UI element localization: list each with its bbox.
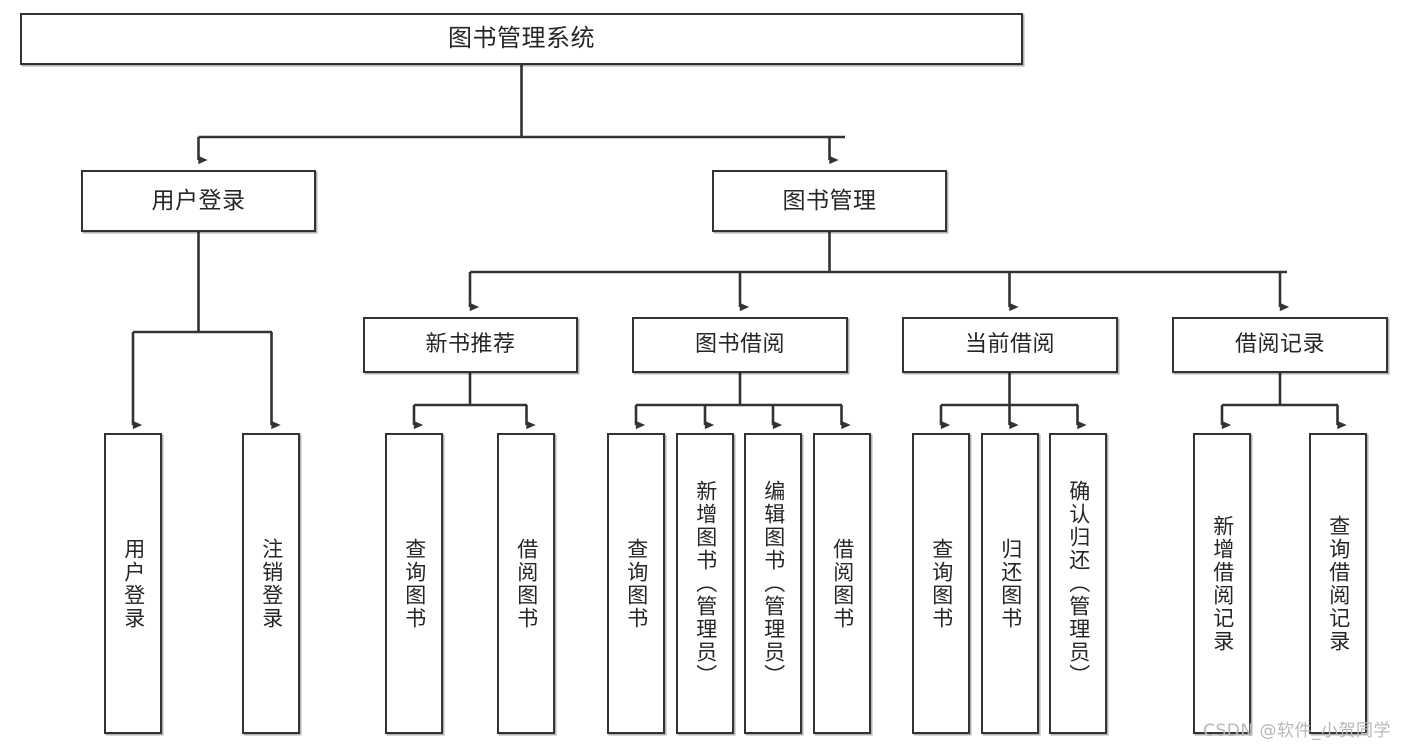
node-user-login[interactable]: 用户登录 bbox=[81, 170, 316, 232]
leaf-logout-label: 注销登录 bbox=[259, 537, 284, 630]
leaf-return-book-label: 归还图书 bbox=[998, 537, 1023, 630]
leaf-borrow-book-new[interactable]: 借阅图书 bbox=[497, 433, 555, 734]
leaf-borrow-book[interactable]: 借阅图书 bbox=[813, 433, 871, 734]
leaf-user-login-label: 用户登录 bbox=[121, 537, 146, 630]
node-book-borrow-label: 图书借阅 bbox=[694, 332, 785, 358]
leaf-borrow-book-new-label: 借阅图书 bbox=[514, 537, 539, 630]
node-root[interactable]: 图书管理系统 bbox=[20, 13, 1023, 65]
leaf-query-book-borrow-label: 查询图书 bbox=[624, 537, 649, 630]
node-borrow-records[interactable]: 借阅记录 bbox=[1172, 317, 1388, 373]
node-new-book-recommend[interactable]: 新书推荐 bbox=[363, 317, 578, 373]
leaf-query-book-current-label: 查询图书 bbox=[929, 537, 954, 630]
node-current-borrow[interactable]: 当前借阅 bbox=[902, 317, 1118, 373]
node-book-management[interactable]: 图书管理 bbox=[712, 170, 947, 232]
leaf-borrow-book-label: 借阅图书 bbox=[830, 537, 855, 630]
leaf-confirm-return-admin[interactable]: 确认归还（管理员） bbox=[1049, 433, 1107, 734]
leaf-query-book-borrow[interactable]: 查询图书 bbox=[607, 433, 665, 734]
node-new-book-recommend-label: 新书推荐 bbox=[425, 332, 516, 358]
node-book-management-label: 图书管理 bbox=[782, 187, 877, 214]
leaf-confirm-return-admin-label: 确认归还（管理员） bbox=[1066, 480, 1091, 687]
leaf-query-borrow-record-label: 查询借阅记录 bbox=[1326, 514, 1351, 653]
leaf-add-borrow-record[interactable]: 新增借阅记录 bbox=[1193, 433, 1251, 734]
watermark-text: CSDN @软件_小贺同学 bbox=[1203, 721, 1391, 741]
leaf-query-book-new[interactable]: 查询图书 bbox=[385, 433, 443, 734]
leaf-edit-book-admin[interactable]: 编辑图书（管理员） bbox=[744, 433, 802, 734]
leaf-query-book-new-label: 查询图书 bbox=[402, 537, 427, 630]
leaf-logout[interactable]: 注销登录 bbox=[242, 433, 300, 734]
node-current-borrow-label: 当前借阅 bbox=[964, 332, 1055, 358]
node-user-login-label: 用户登录 bbox=[151, 187, 246, 214]
leaf-query-book-current[interactable]: 查询图书 bbox=[912, 433, 970, 734]
leaf-query-borrow-record[interactable]: 查询借阅记录 bbox=[1309, 433, 1367, 734]
leaf-add-book-admin[interactable]: 新增图书（管理员） bbox=[676, 433, 734, 734]
node-book-borrow[interactable]: 图书借阅 bbox=[632, 317, 848, 373]
leaf-edit-book-admin-label: 编辑图书（管理员） bbox=[761, 480, 786, 687]
leaf-add-borrow-record-label: 新增借阅记录 bbox=[1210, 514, 1235, 653]
leaf-user-login[interactable]: 用户登录 bbox=[104, 433, 162, 734]
leaf-return-book[interactable]: 归还图书 bbox=[981, 433, 1039, 734]
node-borrow-records-label: 借阅记录 bbox=[1234, 332, 1325, 358]
node-root-label: 图书管理系统 bbox=[448, 24, 595, 53]
leaf-add-book-admin-label: 新增图书（管理员） bbox=[693, 480, 718, 687]
